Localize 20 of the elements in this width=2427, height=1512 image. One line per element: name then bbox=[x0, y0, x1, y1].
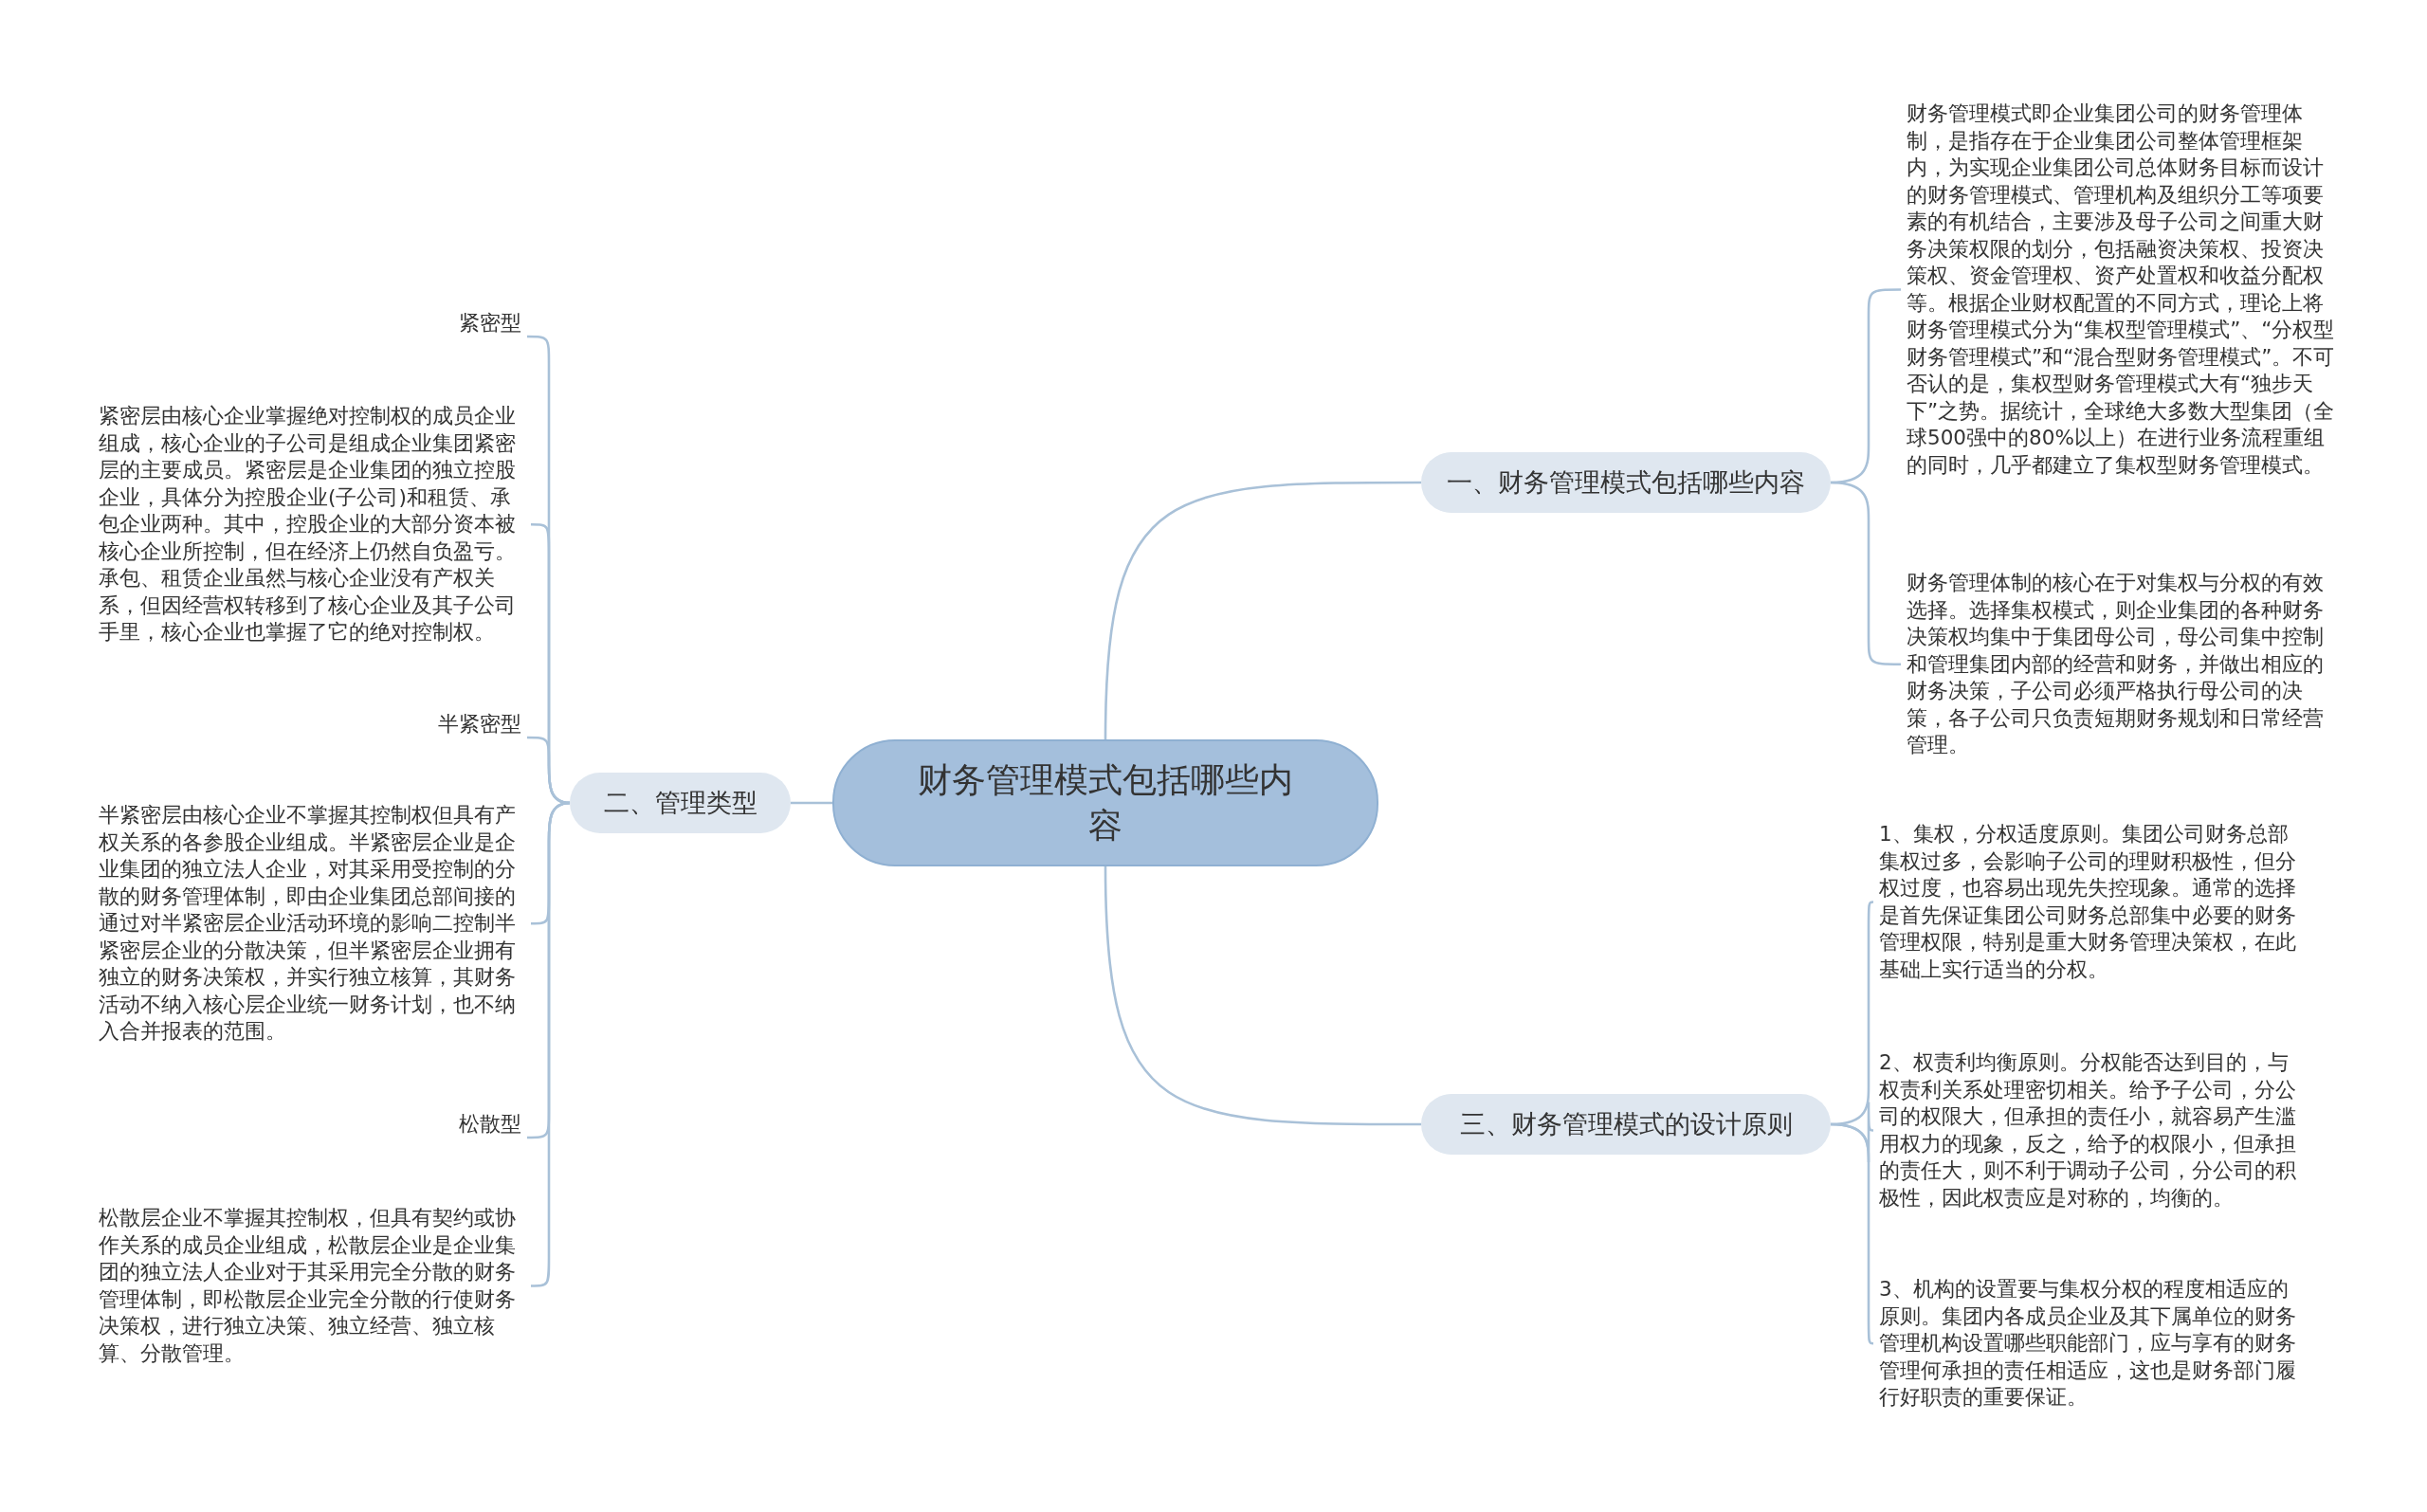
note-text: 3、机构的设置要与集权分权的程度相适应的原则。集团内各成员企业及其下属单位的财务管理机构设置哪些职能部门，应与享有的财务管理何承担的责任相适应，这也是财务部门履行好职责的重要保证。 bbox=[1879, 1276, 2308, 1412]
branch-topic-box: 三、财务管理模式的设计原则 bbox=[1421, 1094, 1831, 1155]
note-text: 2、权责利均衡原则。分权能否达到目的，与权责利关系处理密切相关。给予子公司，分公司的权限大，但承担的责任小，就容易产生滥用权力的现象，反之，给予的权限小，但承担的责任大，则不利于调动子公司，分公司的积极性，因此权责应是对称的，均衡的。 bbox=[1879, 1049, 2308, 1211]
connector-line bbox=[1104, 481, 1421, 740]
subtopic-label: 半紧密型 bbox=[379, 711, 521, 738]
connector-line bbox=[791, 801, 832, 805]
connector-line bbox=[1104, 865, 1421, 1126]
note-text: 1、集权，分权适度原则。集团公司财务总部集权过多，会影响子公司的理财积极性，但分权过度，也容易出现先失控现象。通常的选择是首先保证集团公司财务总部集中必要的财务管理权限，特别是重大财务管理决策权，在此基础上实行适当的分权。 bbox=[1879, 821, 2308, 983]
note-text: 紧密层由核心企业掌握绝对控制权的成员企业组成，核心企业的子公司是组成企业集团紧密层的主要成员。紧密层是企业集团的独立控股企业，具体分为控股企业(子公司)和租赁、承包企业两种。其中，控股企业的大部分资本被核心企业所控制，但在经济上仍然自负盈亏。承包、租赁企业虽然与核心企业没有产权关系，但因经营权转移到了核心企业及其子公司手里，核心企业也掌握了它的绝对控制权。 bbox=[99, 403, 525, 647]
note-text: 财务管理体制的核心在于对集权与分权的有效选择。选择集权模式，则企业集团的各种财务决策权均集中于集团母公司，母公司集中控制和管理集团内部的经营和财务，并做出相应的财务决策，子公司必须严格执行母公司的决策，各子公司只负责短期财务规划和日常经营管理。 bbox=[1907, 570, 2335, 759]
note-text: 松散层企业不掌握其控制权，但具有契约或协作关系的成员企业组成，松散层企业是企业集团的独立法人企业对于其采用完全分散的财务管理体制，即松散层企业完全分散的行使财务决策权，进行独立决策、独立经营、独立核算、分散管理。 bbox=[99, 1205, 525, 1367]
subtopic-label: 紧密型 bbox=[398, 310, 521, 337]
note-text: 财务管理模式即企业集团公司的财务管理体制，是指存在于企业集团公司整体管理框架内，为实现企业集团公司总体财务目标而设计的财务管理模式、管理机构及组织分工等项要素的有机结合，主要涉及母子公司之间重大财务决策权限的划分，包括融资决策权、投资决策权、资金管理权、资产处置权和收益分配权等。根据企业财权配置的不同方式，理论上将财务管理模式分为“集权型管理模式”、“分权型财务管理模式”和“混合型财务管理模式”。不可否认的是，集权型财务管理模式大有“独步天下”之势。据统计，全球绝大多数大型集团（全球500强中的80%以上）在进行业务流程重组的同时，几乎都建立了集权型财务管理模式。 bbox=[1907, 100, 2335, 479]
connector-line bbox=[1830, 481, 1901, 666]
branch-topic-box: 一、财务管理模式包括哪些内容 bbox=[1421, 452, 1831, 513]
note-text: 半紧密层由核心企业不掌握其控制权但具有产权关系的各参股企业组成。半紧密层企业是企业集团的独立法人企业，对其采用受控制的分散的财务管理体制，即由企业集团总部间接的通过对半紧密层企业活动环境的影响二控制半紧密层企业的分散决策，但半紧密层企业拥有独立的财务决策权，并实行独立核算，其财务活动不纳入核心层企业统一财务计划，也不纳入合并报表的范围。 bbox=[99, 802, 525, 1046]
central-topic-box: 财务管理模式包括哪些内容 bbox=[832, 739, 1378, 866]
connector-line bbox=[1830, 1122, 1874, 1345]
subtopic-label: 松散型 bbox=[398, 1111, 521, 1138]
branch-topic-box: 二、管理类型 bbox=[570, 773, 791, 833]
